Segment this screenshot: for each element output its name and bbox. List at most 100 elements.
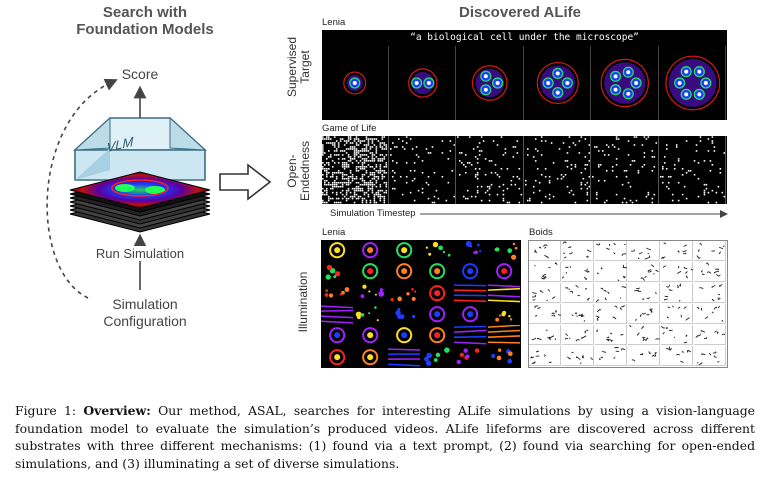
boids-sample (562, 346, 594, 366)
boids-sample (562, 283, 594, 303)
game-of-life-frame (322, 136, 389, 204)
boids-sample (628, 262, 660, 282)
boids-sample (561, 262, 594, 282)
lenia-sample (488, 347, 520, 367)
lenia-sample (488, 261, 520, 281)
boids-sample (562, 325, 594, 345)
left-title-line2: Foundation Models (76, 21, 214, 38)
left-title-line1: Search with (102, 4, 188, 21)
boids-sample (628, 304, 660, 324)
boids-sample (595, 241, 627, 261)
row2-side-label: Open- Endedness (285, 136, 316, 206)
boids-sample (529, 346, 561, 366)
row1-side-line2: Target (298, 50, 312, 84)
feedback-arrow (46, 78, 118, 299)
boids-sample (529, 262, 561, 282)
boids-sample (694, 283, 726, 303)
boids-sample (628, 324, 660, 345)
lenia-frame (660, 46, 726, 120)
boids-sample (661, 346, 693, 366)
lenia-sample (388, 304, 420, 324)
lenia-sample (454, 240, 486, 260)
boids-sample (694, 325, 726, 345)
boids-sample (628, 346, 660, 366)
config-label-line2: Configuration (103, 313, 187, 329)
lenia-sample (421, 347, 453, 367)
left-title: Search with Foundation Models (60, 4, 230, 38)
boids-sample (595, 283, 627, 303)
caption-label: Figure 1: (15, 403, 77, 418)
row1-side-label: Supervised Target (285, 32, 316, 102)
lenia-sample (421, 240, 453, 260)
lenia-sample (421, 283, 453, 303)
timestep-arrow (420, 210, 728, 218)
lenia-sample (487, 283, 521, 303)
boids-illumination-grid (528, 240, 728, 368)
lenia-sample (388, 283, 420, 303)
row2-substrate: Game of Life (322, 123, 377, 134)
lenia-frame (390, 46, 456, 120)
lenia-sample (421, 304, 453, 324)
right-title: Discovered ALife (459, 4, 581, 21)
lenia-frame (457, 46, 524, 120)
lenia-sample (488, 240, 520, 260)
lenia-sample (321, 304, 354, 324)
boids-sample (659, 241, 693, 261)
pipeline-diagram (46, 78, 211, 299)
lenia-sample (454, 283, 487, 303)
row2-side-line2: Endedness (298, 140, 312, 202)
lenia-sample (354, 240, 386, 260)
boids-sample (595, 346, 627, 366)
lenia-sample (354, 325, 386, 345)
boids-sample (694, 346, 726, 366)
boids-sample (595, 262, 627, 282)
lenia-sample (321, 283, 353, 303)
boids-sample (660, 325, 693, 345)
boids-sample (529, 325, 561, 345)
boids-sample (694, 304, 726, 324)
lenia-sample (354, 304, 386, 324)
boids-sample (628, 283, 660, 303)
row3-left-substrate: Lenia (322, 227, 346, 238)
lenia-sample (388, 261, 420, 281)
transition-arrow-icon (219, 163, 272, 201)
boids-sample (595, 325, 627, 345)
boids-sample (694, 262, 726, 282)
lenia-sample (354, 347, 386, 367)
figure-caption: Figure 1: Overview: Our method, ASAL, se… (15, 402, 755, 472)
boids-sample (529, 283, 561, 303)
config-label: Simulation Configuration (85, 296, 205, 330)
lenia-frames (322, 46, 727, 120)
lenia-sample (321, 325, 353, 345)
game-of-life-frame (524, 136, 591, 204)
lenia-sample (454, 325, 487, 345)
lenia-sample (321, 347, 353, 367)
caption-bold: Overview: (83, 403, 151, 418)
lenia-illumination-grid (321, 240, 521, 368)
lenia-sample (388, 240, 420, 260)
boids-sample (628, 241, 660, 261)
lenia-sample (321, 261, 353, 281)
lenia-sample (454, 347, 486, 367)
run-simulation-label: Run Simulation (80, 246, 200, 261)
caption-text: Our method, ASAL, searches for interesti… (15, 403, 755, 471)
lenia-sample (454, 261, 486, 281)
prompt-text: “a biological cell under the microscope” (410, 32, 639, 43)
row3-side-label: Illumination (296, 271, 310, 333)
lenia-sample (488, 304, 520, 324)
boids-sample (661, 262, 695, 282)
lenia-sample (421, 325, 453, 345)
lenia-sample (321, 240, 353, 260)
lenia-sample (454, 304, 486, 324)
lenia-frame (525, 46, 591, 120)
score-label: Score (121, 66, 159, 82)
lenia-sample (421, 261, 453, 281)
boids-sample (529, 241, 561, 261)
boids-sample (661, 304, 693, 324)
open-endedness-panel (322, 136, 727, 204)
config-label-line1: Simulation (112, 296, 178, 312)
lenia-sample (487, 324, 521, 345)
lenia-sample (354, 283, 386, 303)
simulation-frame-stack (69, 171, 211, 233)
boids-sample (562, 304, 594, 324)
